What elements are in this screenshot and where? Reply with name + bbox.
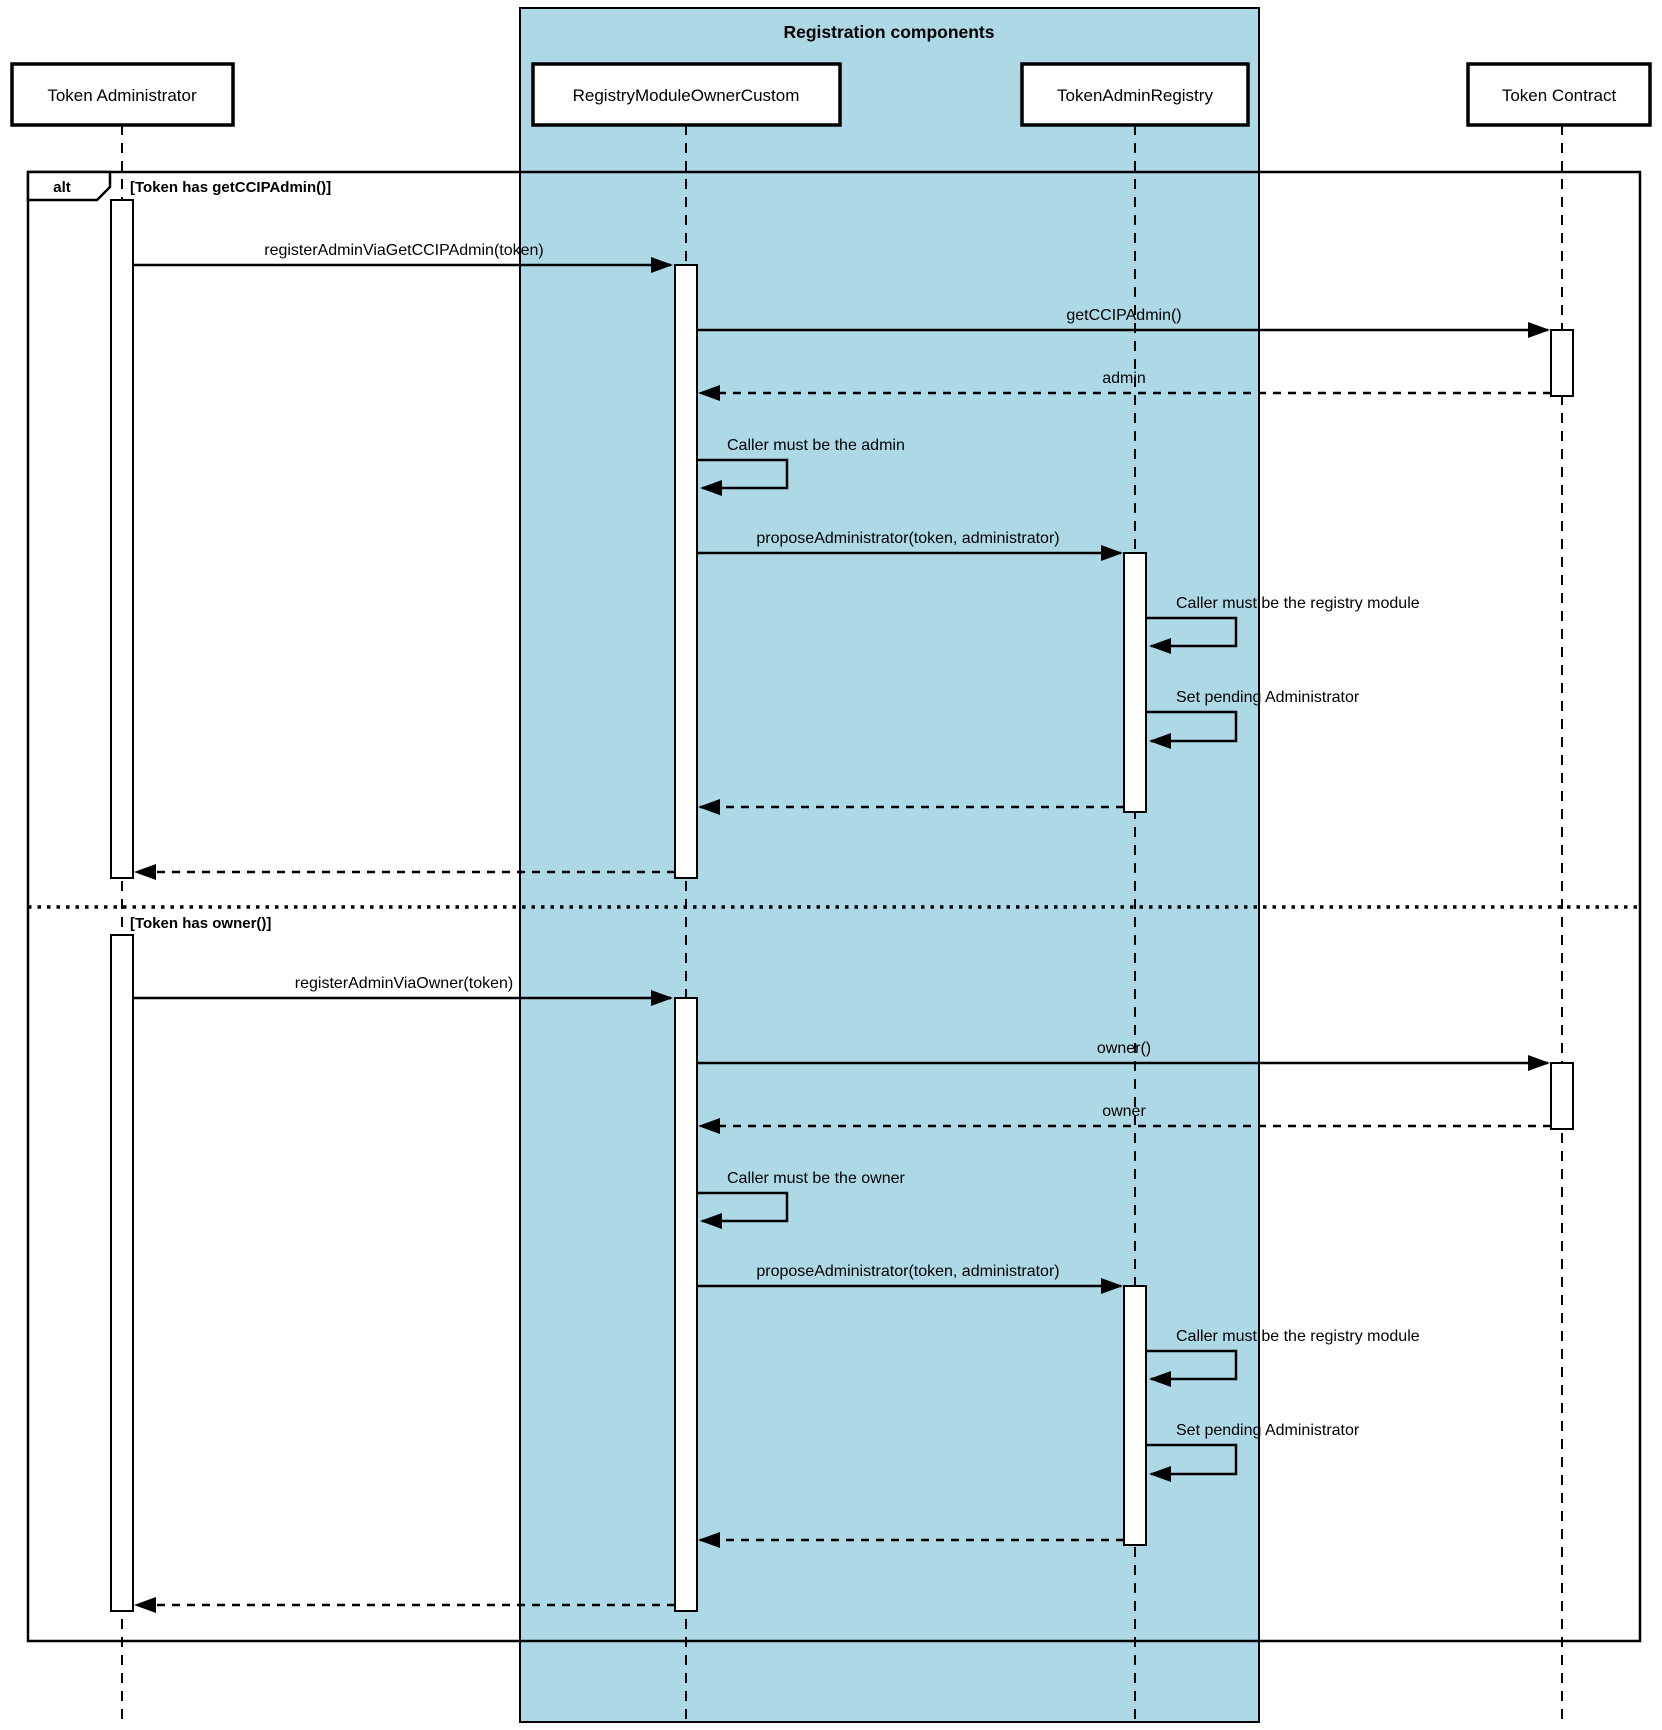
self-message-caller-must-be-registry-module-2: Caller must be the registry module [1146,1328,1420,1387]
activation-registry-module-2 [674,997,698,1612]
participant-label: Token Contract [1502,86,1617,105]
participant-label: Token Administrator [47,86,197,105]
message-label: Set pending Administrator [1176,1422,1360,1439]
message-propose-administrator-1: proposeAdministrator(token, administrato… [697,530,1123,561]
self-message-caller-must-be-admin: Caller must be the admin [697,437,905,496]
activation-token-contract-2 [1550,1062,1574,1130]
message-label: Set pending Administrator [1176,689,1360,706]
message-return-admin: admin [698,370,1551,401]
message-get-ccip-admin: getCCIPAdmin() [697,307,1550,338]
message-label: admin [1102,370,1146,387]
message-return-owner: owner [698,1103,1551,1134]
participant-box [1020,62,1250,127]
alt-operator-pentagon [26,170,112,202]
activation-token-admin-registry-2 [1123,1285,1147,1546]
participant-box [1466,62,1652,127]
participant-label: RegistryModuleOwnerCustom [573,86,800,105]
message-arrow [1146,1443,1238,1482]
participant-box [10,62,235,127]
message-arrow [697,1191,789,1229]
participant-box [531,62,842,127]
alt-condition-2: [Token has owner()] [130,915,271,932]
message-label: Caller must be the owner [727,1170,906,1187]
activation-token-administrator-2 [110,934,134,1612]
message-label: Caller must be the admin [727,437,905,454]
self-message-set-pending-administrator-1: Set pending Administrator [1146,689,1360,749]
message-label: Caller must be the registry module [1176,1328,1420,1345]
message-label: owner [1102,1103,1146,1120]
activation-token-admin-registry-1 [1123,552,1147,813]
region-title: Registration components [784,22,995,42]
message-register-admin-via-owner: registerAdminViaOwner(token) [133,975,673,1006]
message-label: getCCIPAdmin() [1066,307,1181,324]
activation-token-administrator-1 [110,199,134,879]
participant-registry-module-owner-custom: RegistryModuleOwnerCustom [531,62,842,127]
alt-condition-1: [Token has getCCIPAdmin()] [130,179,331,196]
message-arrow [1146,710,1238,749]
participant-label: TokenAdminRegistry [1057,86,1213,105]
message-register-admin-via-get-ccip-admin: registerAdminViaGetCCIPAdmin(token) [133,242,673,273]
alt-operator-label: alt [53,179,71,196]
self-message-set-pending-administrator-2: Set pending Administrator [1146,1422,1360,1482]
message-owner: owner() [697,1040,1550,1071]
participant-token-contract: Token Contract [1466,62,1652,127]
self-message-caller-must-be-owner: Caller must be the owner [697,1170,906,1229]
activation-token-contract-1 [1550,329,1574,397]
message-arrow [1146,1349,1238,1387]
message-label: registerAdminViaOwner(token) [295,975,513,992]
participant-token-administrator: Token Administrator [10,62,235,127]
message-label: Caller must be the registry module [1176,595,1420,612]
activation-registry-module-1 [674,264,698,879]
self-message-caller-must-be-registry-module-1: Caller must be the registry module [1146,595,1420,654]
message-label: registerAdminViaGetCCIPAdmin(token) [264,242,544,259]
message-arrow [697,458,789,496]
participant-token-admin-registry: TokenAdminRegistry [1020,62,1250,127]
message-propose-administrator-2: proposeAdministrator(token, administrato… [697,1263,1123,1294]
message-label: owner() [1097,1040,1151,1057]
message-label: proposeAdministrator(token, administrato… [756,530,1059,547]
message-arrow [1146,616,1238,654]
message-label: proposeAdministrator(token, administrato… [756,1263,1059,1280]
